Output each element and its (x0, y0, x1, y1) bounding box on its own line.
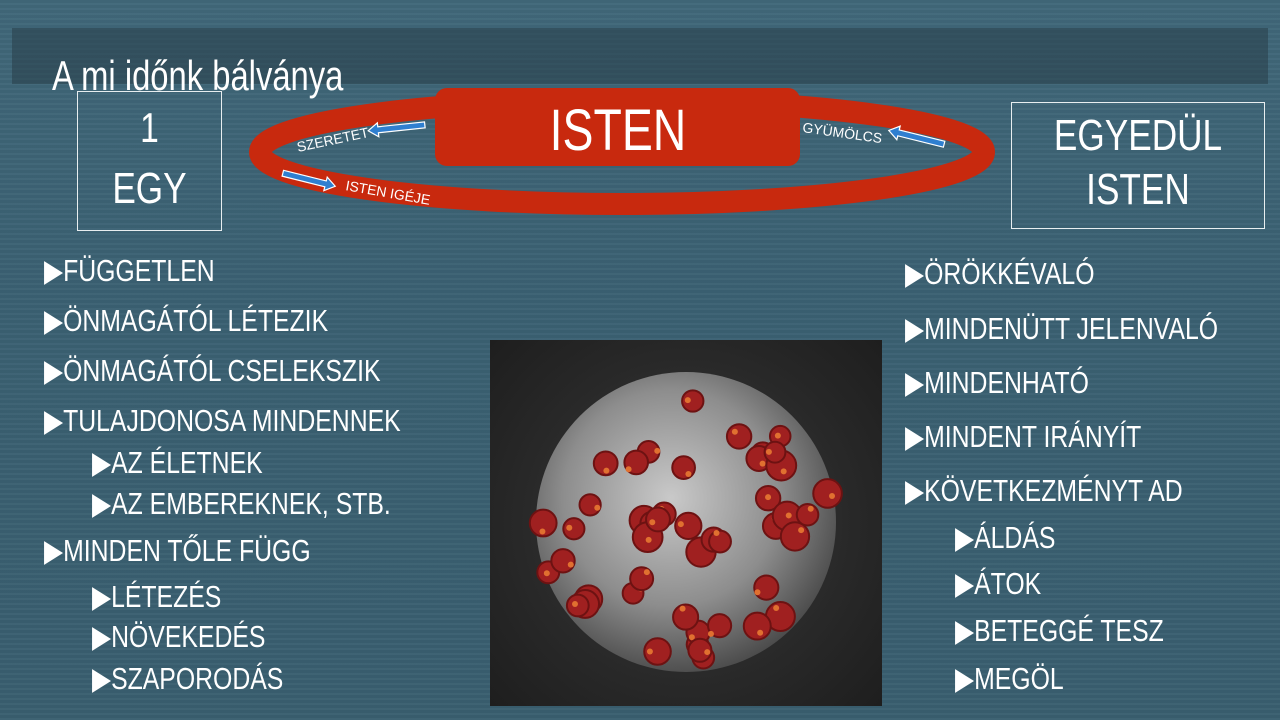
bullet-item: ▶ÁLDÁS (955, 520, 1056, 555)
bullet-item: ▶MINDENT IRÁNYÍT (905, 419, 1142, 454)
bullet-item: ▶ÖNMAGÁTÓL CSELEKSZIK (44, 353, 381, 388)
envelope-protein (646, 648, 653, 655)
bullet-item: ▶AZ ÉLETNEK (92, 445, 263, 480)
envelope-protein (543, 570, 550, 577)
envelope-protein (759, 460, 766, 467)
envelope-protein (829, 493, 836, 500)
spike-protein (687, 637, 713, 663)
title-bar: A mi időnk bálványa (12, 28, 1268, 99)
coronavirus-illustration (528, 372, 843, 672)
bullet-item: ▶MINDENHATÓ (905, 365, 1089, 400)
spike-protein (592, 450, 619, 477)
one-number: 1 (140, 104, 159, 151)
bullet-item: ▶NÖVEKEDÉS (92, 619, 266, 654)
bullet-item: ▶LÉTEZÉS (92, 579, 222, 614)
envelope-protein (713, 530, 720, 537)
bullet-item: ▶ÁTOK (955, 566, 1042, 601)
envelope-protein (688, 634, 695, 641)
god-label: ISTEN (550, 98, 687, 163)
envelope-protein (603, 467, 610, 474)
envelope-protein (679, 605, 686, 612)
one-box: 1 EGY (77, 91, 222, 231)
envelope-protein (704, 649, 711, 656)
envelope-protein (571, 601, 578, 608)
envelope-protein (654, 447, 661, 454)
spike-protein (645, 506, 671, 533)
envelope-protein (765, 494, 772, 501)
envelope-protein (567, 561, 574, 568)
spike-protein (795, 502, 820, 527)
spike-protein (742, 611, 772, 641)
only-god-box: EGYEDÜL ISTEN (1011, 102, 1265, 229)
envelope-protein (684, 397, 691, 404)
bullet-item: ▶AZ EMBEREKNEK, STB. (92, 486, 391, 521)
envelope-protein (566, 524, 573, 531)
envelope-protein (677, 521, 684, 528)
envelope-protein (774, 432, 781, 439)
bullet-item: ▶MEGÖL (955, 661, 1064, 696)
envelope-protein (625, 466, 632, 473)
bullet-item: ▶ÖRÖKKÉVALÓ (905, 256, 1095, 291)
arrow-right-icon (281, 169, 337, 192)
envelope-protein (707, 630, 714, 637)
bullet-item: ▶FÜGGETLEN (44, 253, 215, 288)
spike-protein (753, 574, 780, 601)
bullet-item: ▶MINDENÜTT JELENVALÓ (905, 311, 1219, 346)
bullet-item: ▶MINDEN TŐLE FÜGG (44, 533, 311, 568)
arrow-left-icon (367, 121, 426, 138)
envelope-protein (765, 448, 772, 455)
spike-protein (578, 493, 602, 517)
only-word: EGYEDÜL (1053, 111, 1223, 160)
spike-protein (812, 478, 843, 509)
bullet-item: ▶ÖNMAGÁTÓL LÉTEZIK (44, 303, 329, 338)
bullet-item: ▶KÖVETKEZMÉNYT AD (905, 473, 1183, 508)
envelope-protein (539, 528, 546, 535)
envelope-protein (798, 527, 805, 534)
spike-protein (643, 637, 672, 666)
envelope-protein (754, 589, 761, 596)
bullet-item: ▶TULAJDONOSA MINDENNEK (44, 403, 401, 438)
spike-protein (725, 423, 753, 450)
envelope-protein (731, 428, 738, 435)
spike-protein (672, 603, 700, 631)
envelope-protein (685, 471, 692, 478)
god-word: ISTEN (1086, 165, 1190, 214)
spike-protein (779, 521, 811, 552)
envelope-protein (645, 536, 652, 543)
spike-protein (550, 548, 576, 574)
envelope-protein (780, 468, 787, 475)
one-word: EGY (112, 164, 187, 213)
envelope-protein (594, 504, 601, 511)
envelope-protein (807, 505, 814, 512)
spike-protein (562, 517, 586, 541)
spike-protein (707, 613, 733, 639)
bullet-item: ▶SZAPORODÁS (92, 661, 284, 696)
envelope-protein (757, 629, 764, 636)
god-block (435, 88, 800, 166)
spike-protein (528, 508, 558, 538)
spike-protein (565, 593, 590, 618)
envelope-protein (773, 604, 780, 611)
envelope-protein (649, 519, 656, 526)
bullet-item: ▶BETEGGÉ TESZ (955, 613, 1164, 648)
envelope-protein (643, 569, 650, 576)
spike-protein (674, 511, 703, 540)
arrow-left-icon (887, 125, 946, 148)
spike-protein (708, 529, 732, 554)
spike-protein (671, 455, 696, 480)
envelope-protein (785, 512, 792, 519)
spike-protein (629, 566, 655, 592)
spike-protein (681, 389, 705, 413)
spike-protein (763, 440, 787, 464)
coronavirus-image (490, 340, 882, 706)
